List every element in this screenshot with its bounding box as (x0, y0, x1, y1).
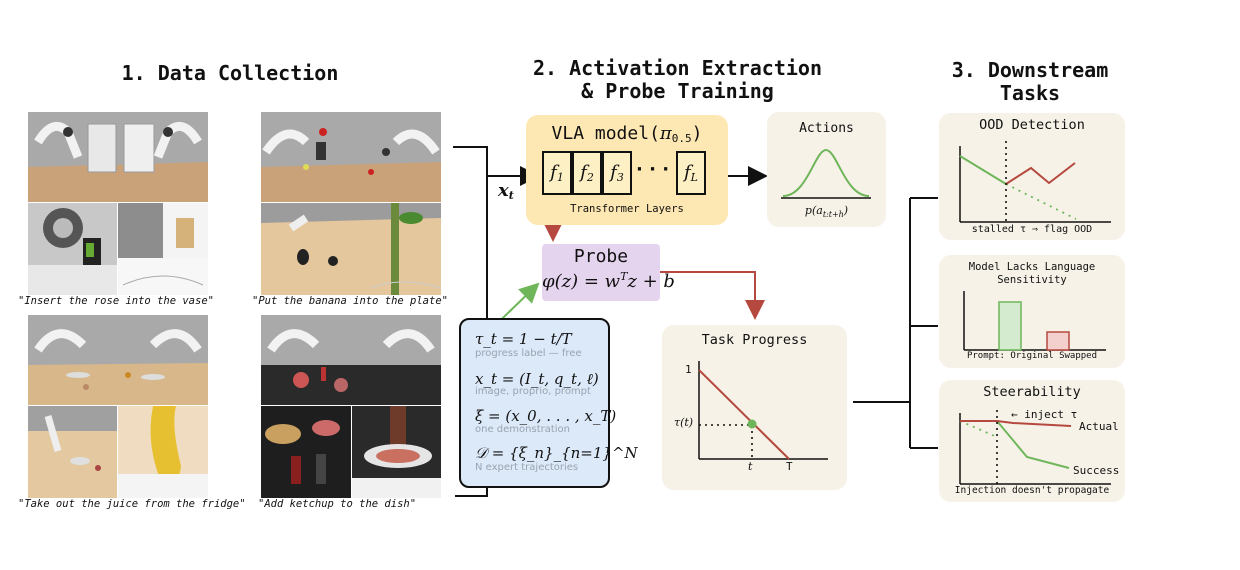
caption-scene-1: "Insert the rose into the vase" (18, 295, 214, 307)
layer-fL-label: f (684, 162, 691, 183)
layer-f2-label: f (580, 162, 587, 183)
action-distribution-curve (781, 148, 871, 199)
vla-title-prefix: VLA model( (551, 123, 660, 144)
actions-box: Actions p(at:t+h) (767, 112, 886, 227)
probe-formula-rhs: z + b (627, 271, 675, 292)
task-progress-x-end: T (786, 460, 793, 473)
caption-scene-3: "Take out the juice from the fridge" (18, 498, 246, 510)
scene-image-ketchup-wrist-right (352, 406, 441, 498)
layer-f1-sub: 1 (556, 171, 564, 184)
bar-swapped (1046, 331, 1070, 351)
scene-image-juice-top (28, 315, 208, 405)
vla-title-pi: π (659, 123, 672, 144)
steer-plot (959, 410, 1111, 485)
scene-image-juice-wrist-left (28, 406, 117, 498)
task-progress-y-tick: 1 (685, 363, 692, 376)
vla-model-box: VLA model(π0.5) f1 f2 f3 · · · fL Transf… (526, 115, 728, 225)
language-title-line-2: Sensitivity (997, 274, 1067, 286)
dist-sub: t:t+h (822, 210, 844, 219)
definition-demonstration-note: one demonstration (475, 424, 571, 435)
task-progress-y-marker: τ(t) (674, 416, 694, 429)
probe-formula: φ(z) = wTz + b (542, 270, 675, 292)
layer-f3: f3 (602, 151, 632, 195)
layer-f1-label: f (550, 162, 557, 183)
layer-fL: fL (676, 151, 706, 195)
scene-image-fridge-wrist-right (118, 203, 208, 295)
input-label: xt (498, 180, 514, 202)
heading-activation-extraction: 2. Activation Extraction & Probe Trainin… (505, 57, 850, 103)
task-progress-plot (698, 361, 828, 460)
scene-image-fridge-top (28, 112, 208, 202)
definition-observation-note: image, proprio, prompt (475, 386, 591, 397)
definition-progress-label: τ_t = 1 − t/T (475, 330, 572, 348)
task-progress-title: Task Progress (701, 332, 808, 348)
definition-observation: x_t = (I_t, q_t, ℓ) (475, 370, 599, 388)
scene-image-rose-top (261, 112, 441, 202)
heading-line-2: Tasks (999, 81, 1061, 105)
scene-image-ketchup-wrist-left (261, 406, 351, 498)
heading-downstream-tasks: 3. Downstream Tasks (925, 59, 1135, 105)
steer-title: Steerability (983, 384, 1081, 400)
steer-success-label: Success (1073, 464, 1120, 477)
layer-fL-sub: L (690, 171, 698, 184)
layer-f2-sub: 2 (586, 171, 594, 184)
language-title-line-1: Model Lacks Language (968, 261, 1096, 273)
scene-image-fridge-wrist-left (28, 203, 117, 295)
caption-scene-4: "Add ketchup to the dish" (258, 498, 417, 510)
layer-f3-sub: 3 (616, 171, 624, 184)
heading-line-1: 3. Downstream (951, 58, 1109, 82)
heading-data-collection: 1. Data Collection (121, 61, 339, 85)
language-sensitivity-box: Model Lacks Language Sensitivity Prompt:… (939, 255, 1125, 368)
dist-label: p(a (804, 204, 823, 217)
transformer-layers-label: Transformer Layers (570, 203, 684, 215)
definition-dataset-note: N expert trajectories (475, 462, 579, 473)
task-progress-box: Task Progress 1 τ(t) t T (662, 325, 847, 490)
actions-title: Actions (799, 121, 854, 136)
probe-formula-sup: T (620, 270, 628, 283)
heading-line-2: & Probe Training (581, 79, 774, 103)
language-caption: Prompt: Original Swapped (966, 351, 1098, 361)
vla-title-suffix: ) (691, 123, 703, 144)
probe-formula-lhs: φ(z) = w (542, 271, 621, 292)
probe-box: Probe φ(z) = wTz + b (542, 244, 675, 301)
vla-title-sub: 0.5 (671, 132, 692, 145)
layer-f3-label: f (610, 162, 617, 183)
ood-plot (959, 141, 1111, 223)
scene-image-rose-wrist (261, 203, 441, 295)
probe-title: Probe (573, 246, 629, 267)
ood-detection-box: OOD Detection stalled τ ⇒ flag OOD (939, 113, 1125, 240)
definition-dataset: 𝒟 = {ξ_n}_{n=1}^N (475, 444, 638, 462)
dist-suffix: ) (843, 204, 849, 217)
action-distribution-label: p(at:t+h) (767, 204, 886, 219)
steer-actual-label: Actual (1079, 420, 1119, 433)
language-bar-plot (963, 291, 1106, 351)
layer-ellipsis: · · · (636, 159, 670, 180)
ood-title: OOD Detection (979, 117, 1085, 133)
steer-caption: Injection doesn't propagate (954, 485, 1110, 496)
steer-inject-label: ← inject τ (1011, 408, 1078, 421)
definition-progress-note: progress label — free (475, 348, 582, 359)
steerability-box: Steerability ← inject τ Actual Success I… (939, 380, 1125, 502)
task-progress-x-marker: t (748, 460, 753, 473)
ood-caption: stalled τ ⇒ flag OOD (971, 224, 1093, 235)
heading-line-1: 2. Activation Extraction (533, 56, 822, 80)
caption-scene-2: "Put the banana into the plate" (252, 295, 448, 307)
bar-original (998, 301, 1022, 351)
layer-f1: f1 (542, 151, 572, 195)
scene-image-ketchup-top (261, 315, 441, 405)
definitions-box: τ_t = 1 − t/T progress label — free x_t … (459, 318, 638, 488)
layer-f2: f2 (572, 151, 602, 195)
definition-demonstration: ξ = (x_0, . . . , x_T) (475, 407, 617, 425)
vla-model-title: VLA model(π0.5) (526, 123, 728, 145)
scene-image-juice-wrist-right (118, 406, 208, 498)
input-label-sub: t (508, 189, 514, 202)
input-label-main: x (498, 180, 509, 201)
tree-downstream (853, 197, 938, 449)
